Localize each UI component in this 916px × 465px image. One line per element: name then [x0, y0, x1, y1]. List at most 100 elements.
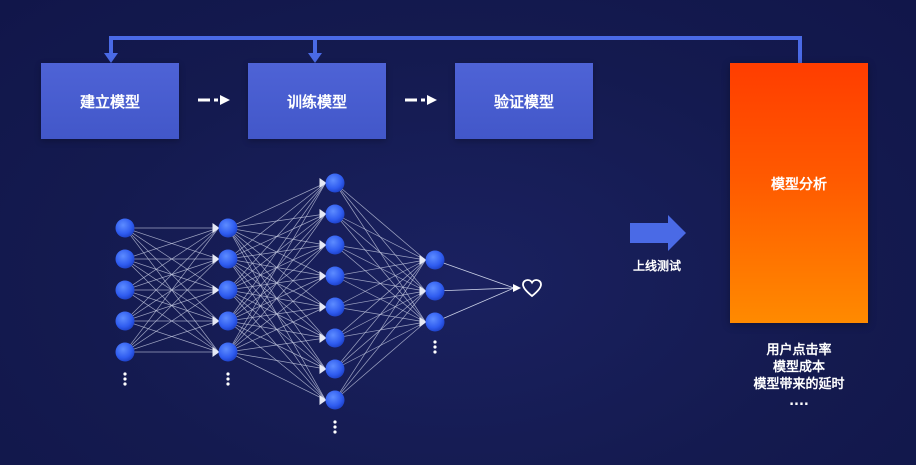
edge-arrowhead-icon — [319, 333, 327, 343]
network-node — [115, 280, 135, 300]
network-edge — [334, 259, 426, 339]
edge-arrowhead-icon — [419, 317, 427, 327]
network-edge — [227, 337, 326, 353]
network-edge — [334, 259, 426, 277]
network-node — [115, 311, 135, 331]
network-node — [218, 249, 238, 269]
network-node — [425, 250, 445, 270]
network-node — [325, 266, 345, 286]
network-edge — [124, 227, 219, 291]
network-edge — [227, 351, 326, 401]
network-edge — [434, 287, 515, 292]
network-edge — [334, 259, 426, 401]
network-edge — [227, 182, 326, 322]
metric-item: .... — [789, 394, 809, 409]
edge-arrowhead-icon — [319, 302, 327, 312]
network-node — [115, 218, 135, 238]
network-node — [325, 235, 345, 255]
vertical-ellipsis-icon — [333, 420, 337, 434]
network-nodes — [115, 173, 445, 410]
network-node — [325, 359, 345, 379]
arrowhead-icon — [427, 95, 437, 105]
validate-model-box: 验证模型 — [455, 63, 593, 139]
edge-arrowhead-icon — [319, 364, 327, 374]
network-edge — [434, 259, 515, 289]
network-node — [425, 312, 445, 332]
arrowhead-icon — [220, 95, 230, 105]
build-model-box: 建立模型 — [41, 63, 179, 139]
edge-arrowhead-icon — [212, 223, 220, 233]
network-edge — [334, 259, 426, 370]
model-analysis-box: 模型分析 — [730, 63, 868, 323]
network-edge — [227, 182, 326, 353]
network-node — [325, 173, 345, 193]
network-node — [218, 218, 238, 238]
network-edges — [124, 182, 521, 401]
vertical-ellipsis-icon — [433, 340, 437, 354]
network-edge — [124, 227, 219, 353]
network-edge — [124, 289, 219, 353]
network-edge — [227, 213, 326, 353]
network-edge — [434, 287, 515, 323]
feedback-loop — [104, 36, 802, 63]
network-ellipses — [123, 340, 437, 434]
network-edge — [334, 290, 426, 401]
arrowhead-icon — [104, 53, 118, 63]
network-node — [218, 311, 238, 331]
network-node — [325, 390, 345, 410]
network-edge — [227, 182, 326, 260]
network-edge — [124, 227, 219, 322]
edge-arrowhead-icon — [212, 316, 220, 326]
edge-arrowhead-icon — [212, 285, 220, 295]
vertical-ellipsis-icon — [226, 372, 230, 386]
heart-icon — [522, 279, 542, 298]
dashed-arrow-1 — [198, 95, 230, 105]
model-analysis-label: 模型分析 — [771, 177, 827, 193]
edge-arrowhead-icon — [419, 286, 427, 296]
network-edge — [334, 182, 426, 261]
network-node — [218, 342, 238, 362]
network-edge — [124, 227, 219, 260]
network-node — [425, 281, 445, 301]
feedback-line-to-build — [109, 36, 802, 63]
network-node — [115, 342, 135, 362]
edge-arrowhead-icon — [319, 271, 327, 281]
metric-item: 用户点击率 — [766, 343, 832, 358]
edge-arrowhead-icon — [319, 178, 327, 188]
edge-arrowhead-icon — [212, 347, 220, 357]
vertical-ellipsis-icon — [123, 372, 127, 386]
network-edge — [227, 182, 326, 229]
edge-arrowhead-icon — [319, 240, 327, 250]
build-model-label: 建立模型 — [79, 92, 140, 111]
network-edge — [227, 244, 326, 353]
network-edge — [334, 213, 426, 261]
network-node — [325, 328, 345, 348]
edge-arrowhead-icon — [419, 255, 427, 265]
arrowhead-icon — [308, 53, 322, 63]
edge-arrowhead-icon — [319, 209, 327, 219]
network-edge — [124, 258, 219, 353]
metric-item: 模型带来的延时 — [753, 377, 845, 392]
network-edge — [334, 244, 426, 261]
network-node — [218, 280, 238, 300]
network-node — [115, 249, 135, 269]
online-test-label: 上线测试 — [632, 259, 681, 273]
arrowhead-icon — [513, 284, 521, 292]
online-test-arrow-icon — [630, 215, 686, 251]
network-edge — [227, 306, 326, 353]
metric-item: 模型成本 — [772, 360, 825, 375]
network-edge — [227, 182, 326, 291]
edge-arrowhead-icon — [212, 254, 220, 264]
network-edge — [334, 321, 426, 401]
network-edge — [334, 259, 426, 308]
train-model-box: 训练模型 — [248, 63, 386, 139]
network-node — [325, 204, 345, 224]
network-node — [325, 297, 345, 317]
network-edge — [227, 275, 326, 353]
edge-arrowhead-icon — [319, 395, 327, 405]
network-edge — [227, 351, 326, 370]
validate-model-label: 验证模型 — [493, 92, 554, 111]
metrics-list: 用户点击率 模型成本 模型带来的延时 .... — [730, 342, 868, 410]
